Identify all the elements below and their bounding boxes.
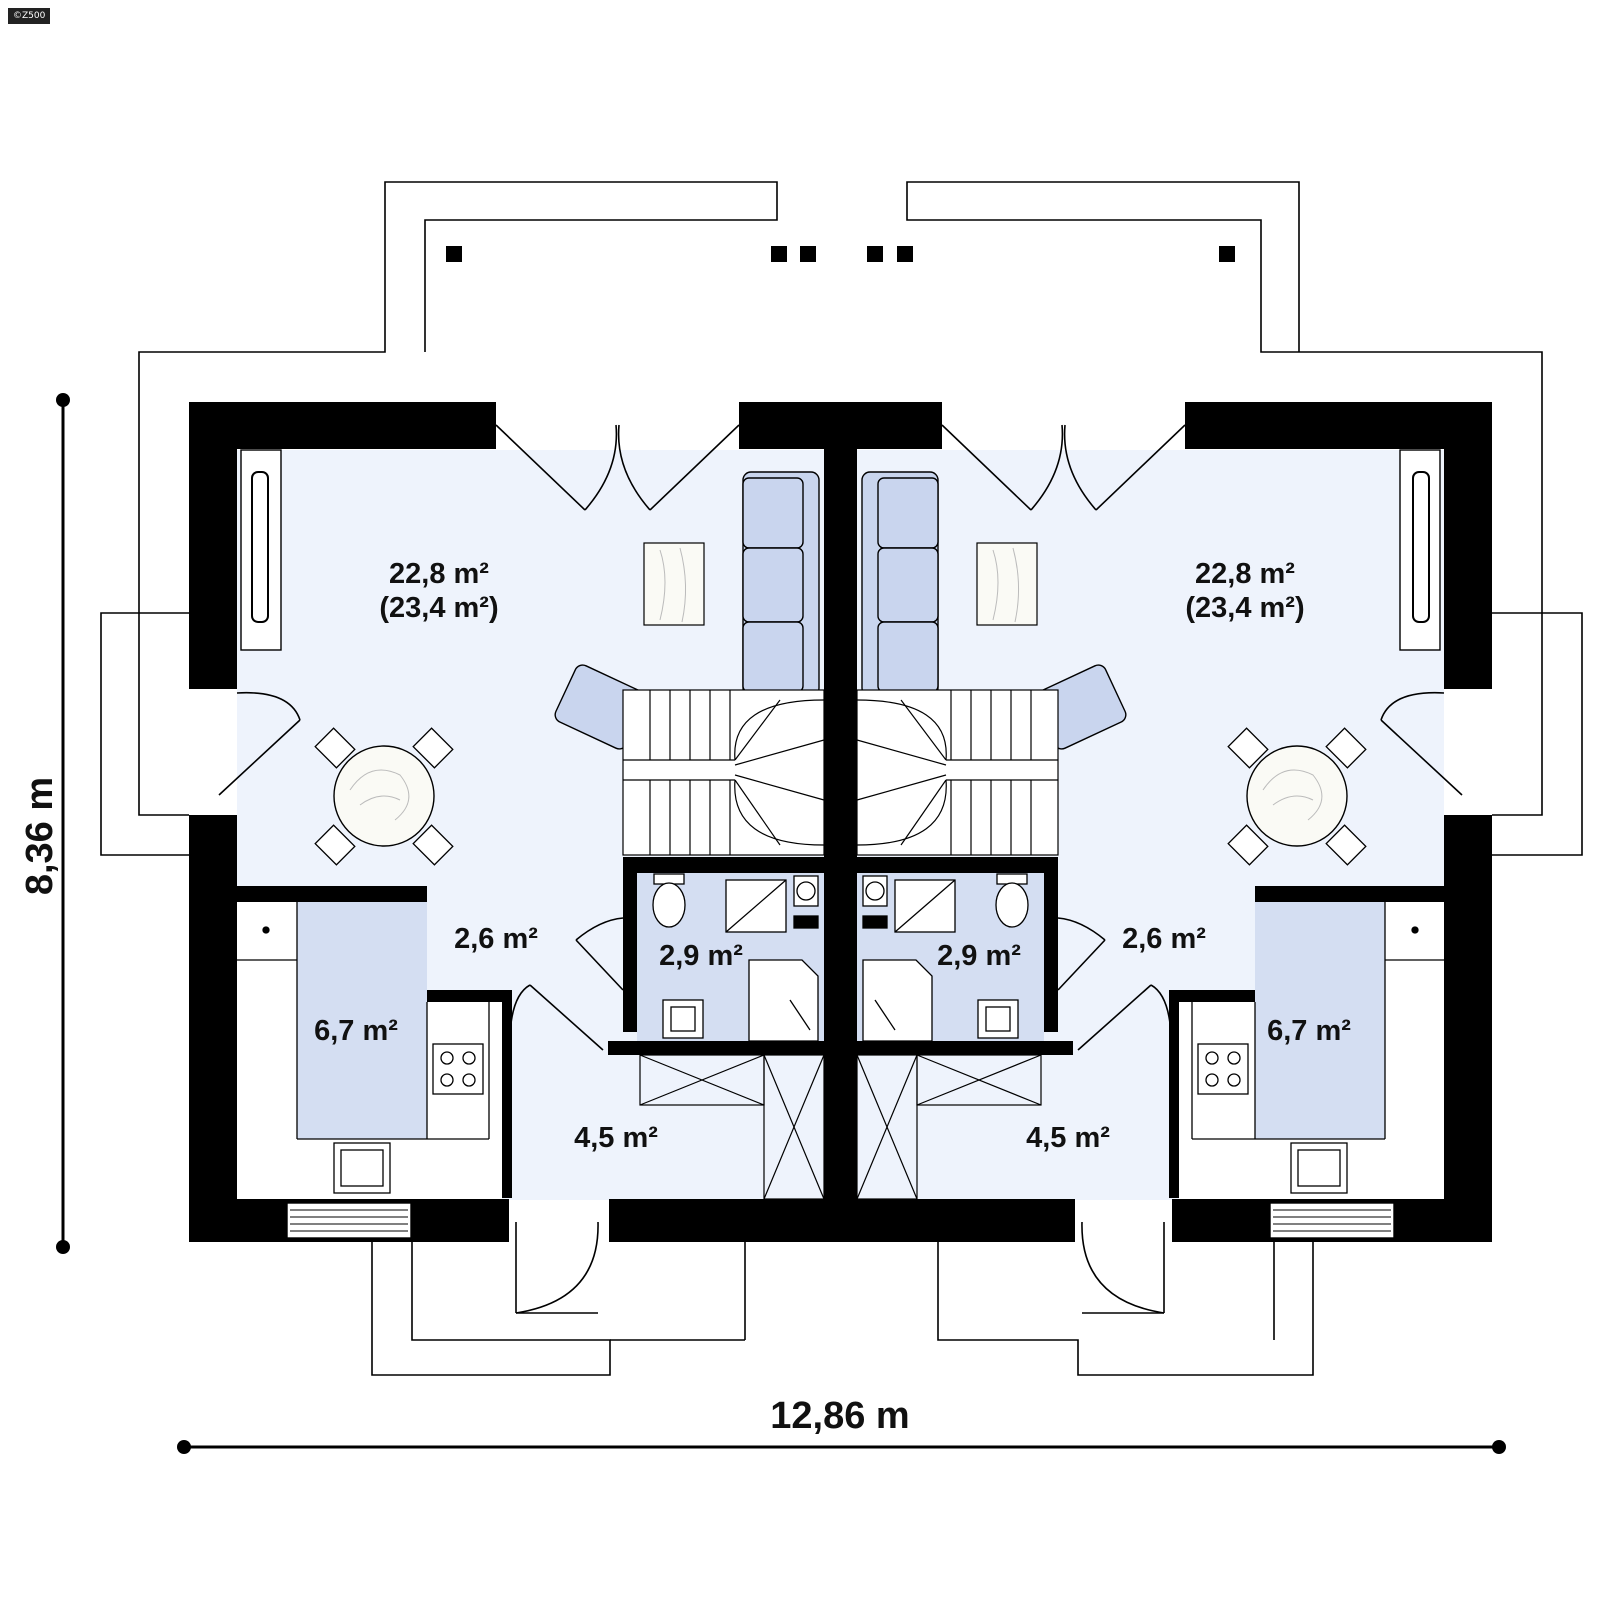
dining-set-left xyxy=(314,727,454,866)
fireplace-left xyxy=(240,449,282,651)
sofa-left xyxy=(742,471,820,697)
sofa-right xyxy=(861,471,939,697)
kitchen-counter-right xyxy=(1191,902,1444,1194)
entrance-area-left: 4,5 m² xyxy=(574,1122,658,1154)
width-dimension-line xyxy=(177,1440,1506,1454)
watermark-badge: ©Z500 xyxy=(8,8,51,24)
bathroom-fixtures-right xyxy=(862,873,1029,1042)
staircase-right xyxy=(856,689,1059,856)
doors xyxy=(218,424,1463,1314)
width-dimension-label: 12,86 m xyxy=(770,1395,909,1437)
living-room-alt-area-left: (23,4 m²) xyxy=(379,592,498,624)
hall-area-left: 2,6 m² xyxy=(454,923,538,955)
terrace-outline xyxy=(100,181,1583,1376)
kitchen-counter-left xyxy=(237,902,490,1194)
staircase-left xyxy=(622,689,825,856)
kitchen-area-right: 6,7 m² xyxy=(1267,1015,1351,1047)
kitchen-area-left: 6,7 m² xyxy=(314,1015,398,1047)
dining-set-right xyxy=(1227,727,1367,866)
hall-area-right: 2,6 m² xyxy=(1122,923,1206,955)
wardrobe-left xyxy=(639,1054,825,1200)
depth-dimension-line xyxy=(56,393,70,1254)
wardrobe-right xyxy=(856,1054,1042,1200)
walls xyxy=(189,402,1492,1242)
living-room-area-right: 22,8 m² xyxy=(1195,558,1295,590)
fireplace-right xyxy=(1399,449,1441,651)
entrance-area-right: 4,5 m² xyxy=(1026,1122,1110,1154)
living-room-alt-area-right: (23,4 m²) xyxy=(1185,592,1304,624)
coffee-table-right xyxy=(976,542,1038,626)
coffee-table-left xyxy=(643,542,705,626)
kitchen-windows xyxy=(286,1202,1395,1239)
roof-columns xyxy=(446,246,1235,262)
bathroom-fixtures-left xyxy=(652,873,819,1042)
depth-dimension-label: 8,36 m xyxy=(19,777,61,895)
living-room-area-left: 22,8 m² xyxy=(389,558,489,590)
bathroom-area-right: 2,9 m² xyxy=(937,940,1021,972)
bathroom-area-left: 2,9 m² xyxy=(659,940,743,972)
